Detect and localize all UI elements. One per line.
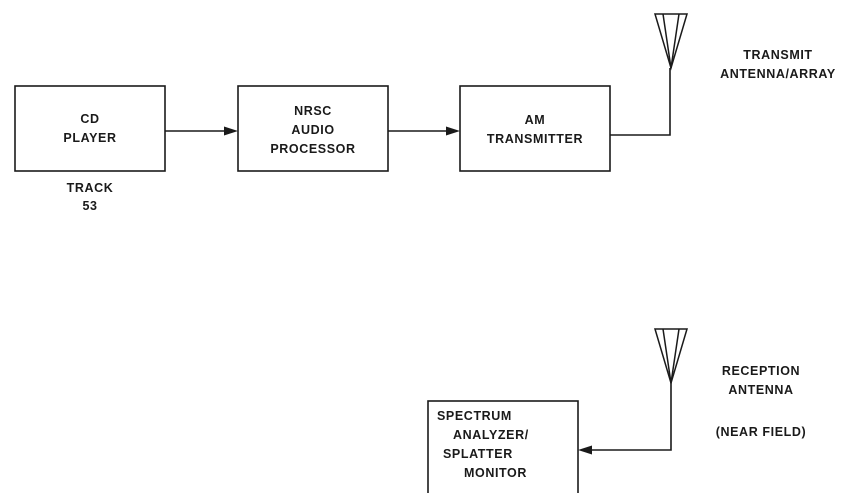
transmitter-block: AM TRANSMITTER — [459, 85, 611, 172]
cd-player-caption-line2: 53 — [82, 199, 97, 213]
cd-player-block: CD PLAYER TRACK 53 — [14, 85, 166, 213]
audio-processor-block: NRSC AUDIO PROCESSOR — [237, 85, 389, 172]
arrowhead-icon — [578, 445, 592, 455]
antenna-icon — [653, 13, 689, 71]
connector-transmitter-to-antenna — [610, 68, 671, 136]
audio-processor-label-line1: NRSC — [294, 104, 332, 118]
connector-antenna-to-analyzer — [578, 383, 672, 455]
reception-antenna-label-line2: ANTENNA — [728, 383, 793, 397]
cd-player-caption-line1: TRACK — [67, 181, 114, 195]
analyzer-label-line2: ANALYZER/ — [453, 428, 529, 442]
cd-player-label-line1: CD — [80, 112, 99, 126]
transmit-antenna-label-line1: TRANSMIT — [743, 48, 812, 62]
audio-processor-box — [237, 85, 389, 172]
audio-processor-label-line3: PROCESSOR — [270, 142, 355, 156]
arrowhead-icon — [224, 126, 238, 136]
transmit-antenna: TRANSMIT ANTENNA/ARRAY — [653, 13, 836, 81]
analyzer-label-line3: SPLATTER — [443, 447, 513, 461]
reception-antenna: RECEPTION ANTENNA (NEAR FIELD) — [653, 328, 807, 439]
connector-cd-to-processor — [165, 126, 238, 136]
connector-processor-to-transmitter — [388, 126, 460, 136]
analyzer-box — [427, 400, 579, 493]
reception-antenna-label-line3: (NEAR FIELD) — [716, 425, 807, 439]
connector-line — [591, 383, 672, 451]
transmitter-box — [459, 85, 611, 172]
analyzer-label-line1: SPECTRUM — [437, 409, 512, 423]
cd-player-label-line2: PLAYER — [63, 131, 116, 145]
transmit-antenna-label-line2: ANTENNA/ARRAY — [720, 67, 836, 81]
antenna-icon — [653, 328, 689, 386]
transmitter-label-line2: TRANSMITTER — [487, 132, 583, 146]
analyzer-label-line4: MONITOR — [464, 466, 527, 480]
analyzer-block: SPECTRUM ANALYZER/ SPLATTER MONITOR — [427, 400, 579, 493]
cd-player-box — [14, 85, 166, 172]
transmitter-label-line1: AM — [525, 113, 546, 127]
reception-antenna-label-line1: RECEPTION — [722, 364, 800, 378]
connector-line — [610, 68, 671, 136]
audio-processor-label-line2: AUDIO — [291, 123, 334, 137]
arrowhead-icon — [446, 126, 460, 136]
